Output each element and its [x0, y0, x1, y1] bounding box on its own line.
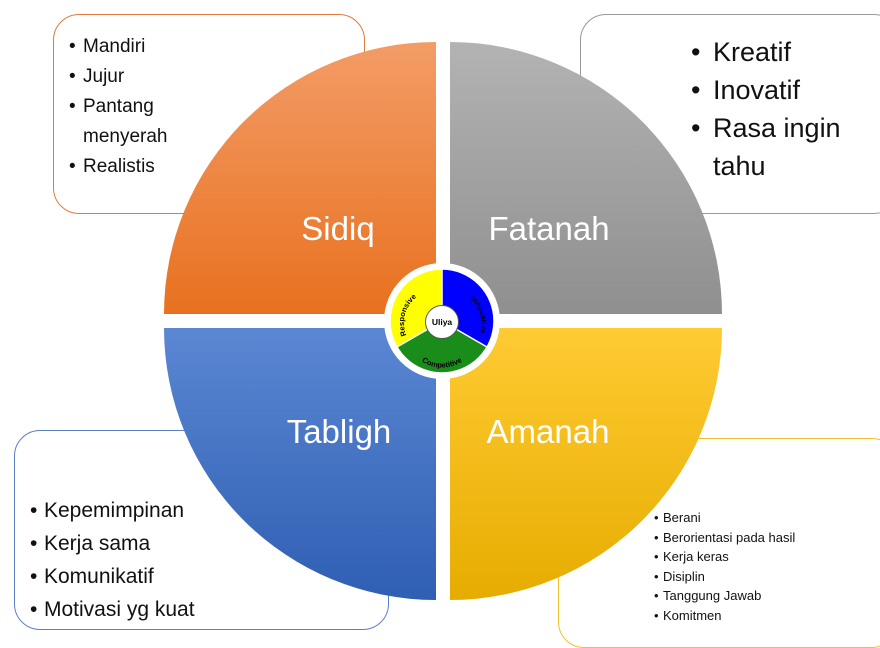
list-item: Motivasi yg kuat	[30, 593, 330, 626]
list-item: Jujur	[69, 62, 219, 92]
list-item: Kreatif	[691, 33, 871, 71]
quadrant-label-tabligh: Tabligh	[287, 413, 392, 450]
quadrant-amanah	[450, 328, 722, 600]
list-item: Mandiri	[69, 32, 219, 62]
center-hub	[425, 305, 459, 339]
quadrant-label-fatanah: Fatanah	[488, 210, 609, 247]
quadrant-sidiq	[164, 42, 436, 314]
list-item: Kerja keras	[654, 547, 874, 567]
quadrant-label-sidiq: Sidiq	[301, 210, 374, 247]
quadrant-label-amanah: Amanah	[487, 413, 610, 450]
list-item: Disiplin	[654, 567, 874, 587]
list-item: Pantang menyerah	[69, 92, 219, 152]
center-label: Uliya	[432, 317, 453, 327]
list-item: Berorientasi pada hasil	[654, 528, 874, 548]
list-item: Kerja sama	[30, 527, 330, 560]
ring-label-competitive: Competitive	[421, 355, 464, 369]
quadrant-fatanah	[450, 42, 722, 314]
list-item: Inovatif	[691, 71, 871, 109]
list-item: Kepemimpinan	[30, 494, 330, 527]
list-item: Rasa ingin tahu	[691, 109, 871, 185]
list-item: Realistis	[69, 152, 219, 182]
ring-segment-competitive	[397, 321, 487, 373]
list-item: Komunikatif	[30, 560, 330, 593]
list-item: Komitmen	[654, 606, 874, 626]
list-item: Berani	[654, 508, 874, 528]
quadrant-tabligh	[164, 328, 436, 600]
list-item: Tanggung Jawab	[654, 586, 874, 606]
